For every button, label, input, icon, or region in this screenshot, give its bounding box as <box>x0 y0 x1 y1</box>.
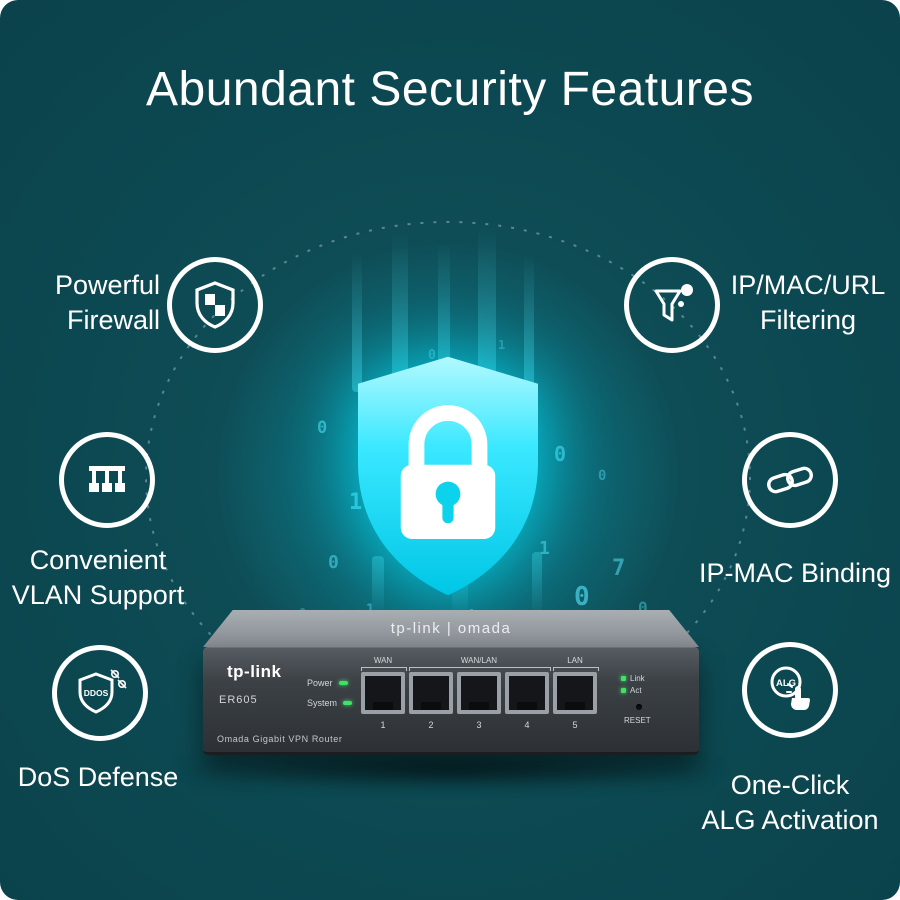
port-number: 2 <box>428 720 434 730</box>
port-number: 4 <box>524 720 530 730</box>
power-led-row: Power <box>307 678 348 688</box>
feature-label-alg: One-Click ALG Activation <box>701 770 879 835</box>
filter-icon <box>624 257 720 353</box>
link-led <box>621 676 626 681</box>
act-led <box>621 688 626 693</box>
page-title: Abundant Security Features <box>145 63 754 116</box>
port-number: 1 <box>380 720 386 730</box>
router-brand-top: tp-link | omada <box>390 620 512 637</box>
binary-digit: 0 <box>598 468 607 484</box>
binary-digit: 0 <box>554 442 567 466</box>
light-ray <box>524 254 534 392</box>
binary-digit: 7 <box>612 556 626 581</box>
link-led-row: Link <box>621 674 645 683</box>
ethernet-port <box>409 672 453 714</box>
security-shield-lock-graphic <box>335 350 561 602</box>
firewall-shield-icon <box>167 257 263 353</box>
light-ray <box>438 242 450 392</box>
light-ray <box>372 556 384 618</box>
router-product-name: Omada Gigabit VPN Router <box>217 734 343 744</box>
system-led-label: System <box>307 698 338 708</box>
ddos-shield-icon: DDOS <box>52 645 148 741</box>
feature-label-firewall: Powerful Firewall <box>54 270 160 335</box>
binary-digit: 0 <box>328 552 339 573</box>
port-group-label-lan: LAN <box>567 656 583 665</box>
ethernet-ports: WAN WAN/LAN LAN 1 2 3 4 5 <box>361 656 599 742</box>
system-led <box>343 701 353 705</box>
router-photo: tp-link | omada tp-link ER605 Omada Giga… <box>203 610 699 755</box>
padlock-icon <box>400 405 496 539</box>
light-ray <box>478 226 496 394</box>
alg-tap-icon: ALG <box>742 642 838 738</box>
binary-digit: 1 <box>498 338 506 352</box>
port-group-label-wan: WAN <box>373 656 393 665</box>
ethernet-port <box>553 672 597 714</box>
system-led-row: System <box>307 698 353 708</box>
port-bracket <box>553 667 599 671</box>
feature-label-dos: DoS Defense <box>17 762 179 792</box>
light-ray <box>352 252 362 392</box>
feature-label-vlan: Convenient VLAN Support <box>11 545 185 610</box>
router-shadow <box>165 748 735 790</box>
reset-label: RESET <box>624 716 651 725</box>
ethernet-port <box>457 672 501 714</box>
router-model: ER605 <box>219 694 258 706</box>
vlan-icon <box>59 432 155 528</box>
port-number: 5 <box>572 720 578 730</box>
router-front-face: tp-link ER605 Omada Gigabit VPN Router P… <box>203 647 699 755</box>
binary-digit: 0 <box>574 582 590 612</box>
act-led-row: Act <box>621 686 642 695</box>
ethernet-port <box>505 672 549 714</box>
power-led <box>338 681 348 685</box>
router-top-face: tp-link | omada <box>203 610 699 647</box>
reset-hole <box>636 704 642 710</box>
act-led-label: Act <box>630 686 642 695</box>
binary-digit: 0 <box>638 598 648 617</box>
ethernet-port <box>361 672 405 714</box>
link-led-label: Link <box>630 674 645 683</box>
binary-digit: 0 <box>317 418 328 438</box>
port-number: 3 <box>476 720 482 730</box>
binary-digit: 1 <box>539 538 550 559</box>
port-bracket <box>409 667 551 671</box>
feature-label-filtering: IP/MAC/URL Filtering <box>730 270 886 335</box>
light-ray <box>392 232 408 392</box>
port-group-label-wanlan: WAN/LAN <box>460 656 498 665</box>
binary-digit: 1 <box>349 490 363 515</box>
binary-digit: 0 <box>428 348 436 363</box>
chain-link-icon <box>742 432 838 528</box>
svg-text:ALG: ALG <box>776 678 796 689</box>
light-ray <box>532 552 542 618</box>
port-bracket <box>361 667 407 671</box>
feature-label-binding: IP-MAC Binding <box>698 558 892 588</box>
power-led-label: Power <box>307 678 333 688</box>
tplink-logo: tp-link <box>227 662 282 681</box>
svg-text:DDOS: DDOS <box>84 688 109 698</box>
